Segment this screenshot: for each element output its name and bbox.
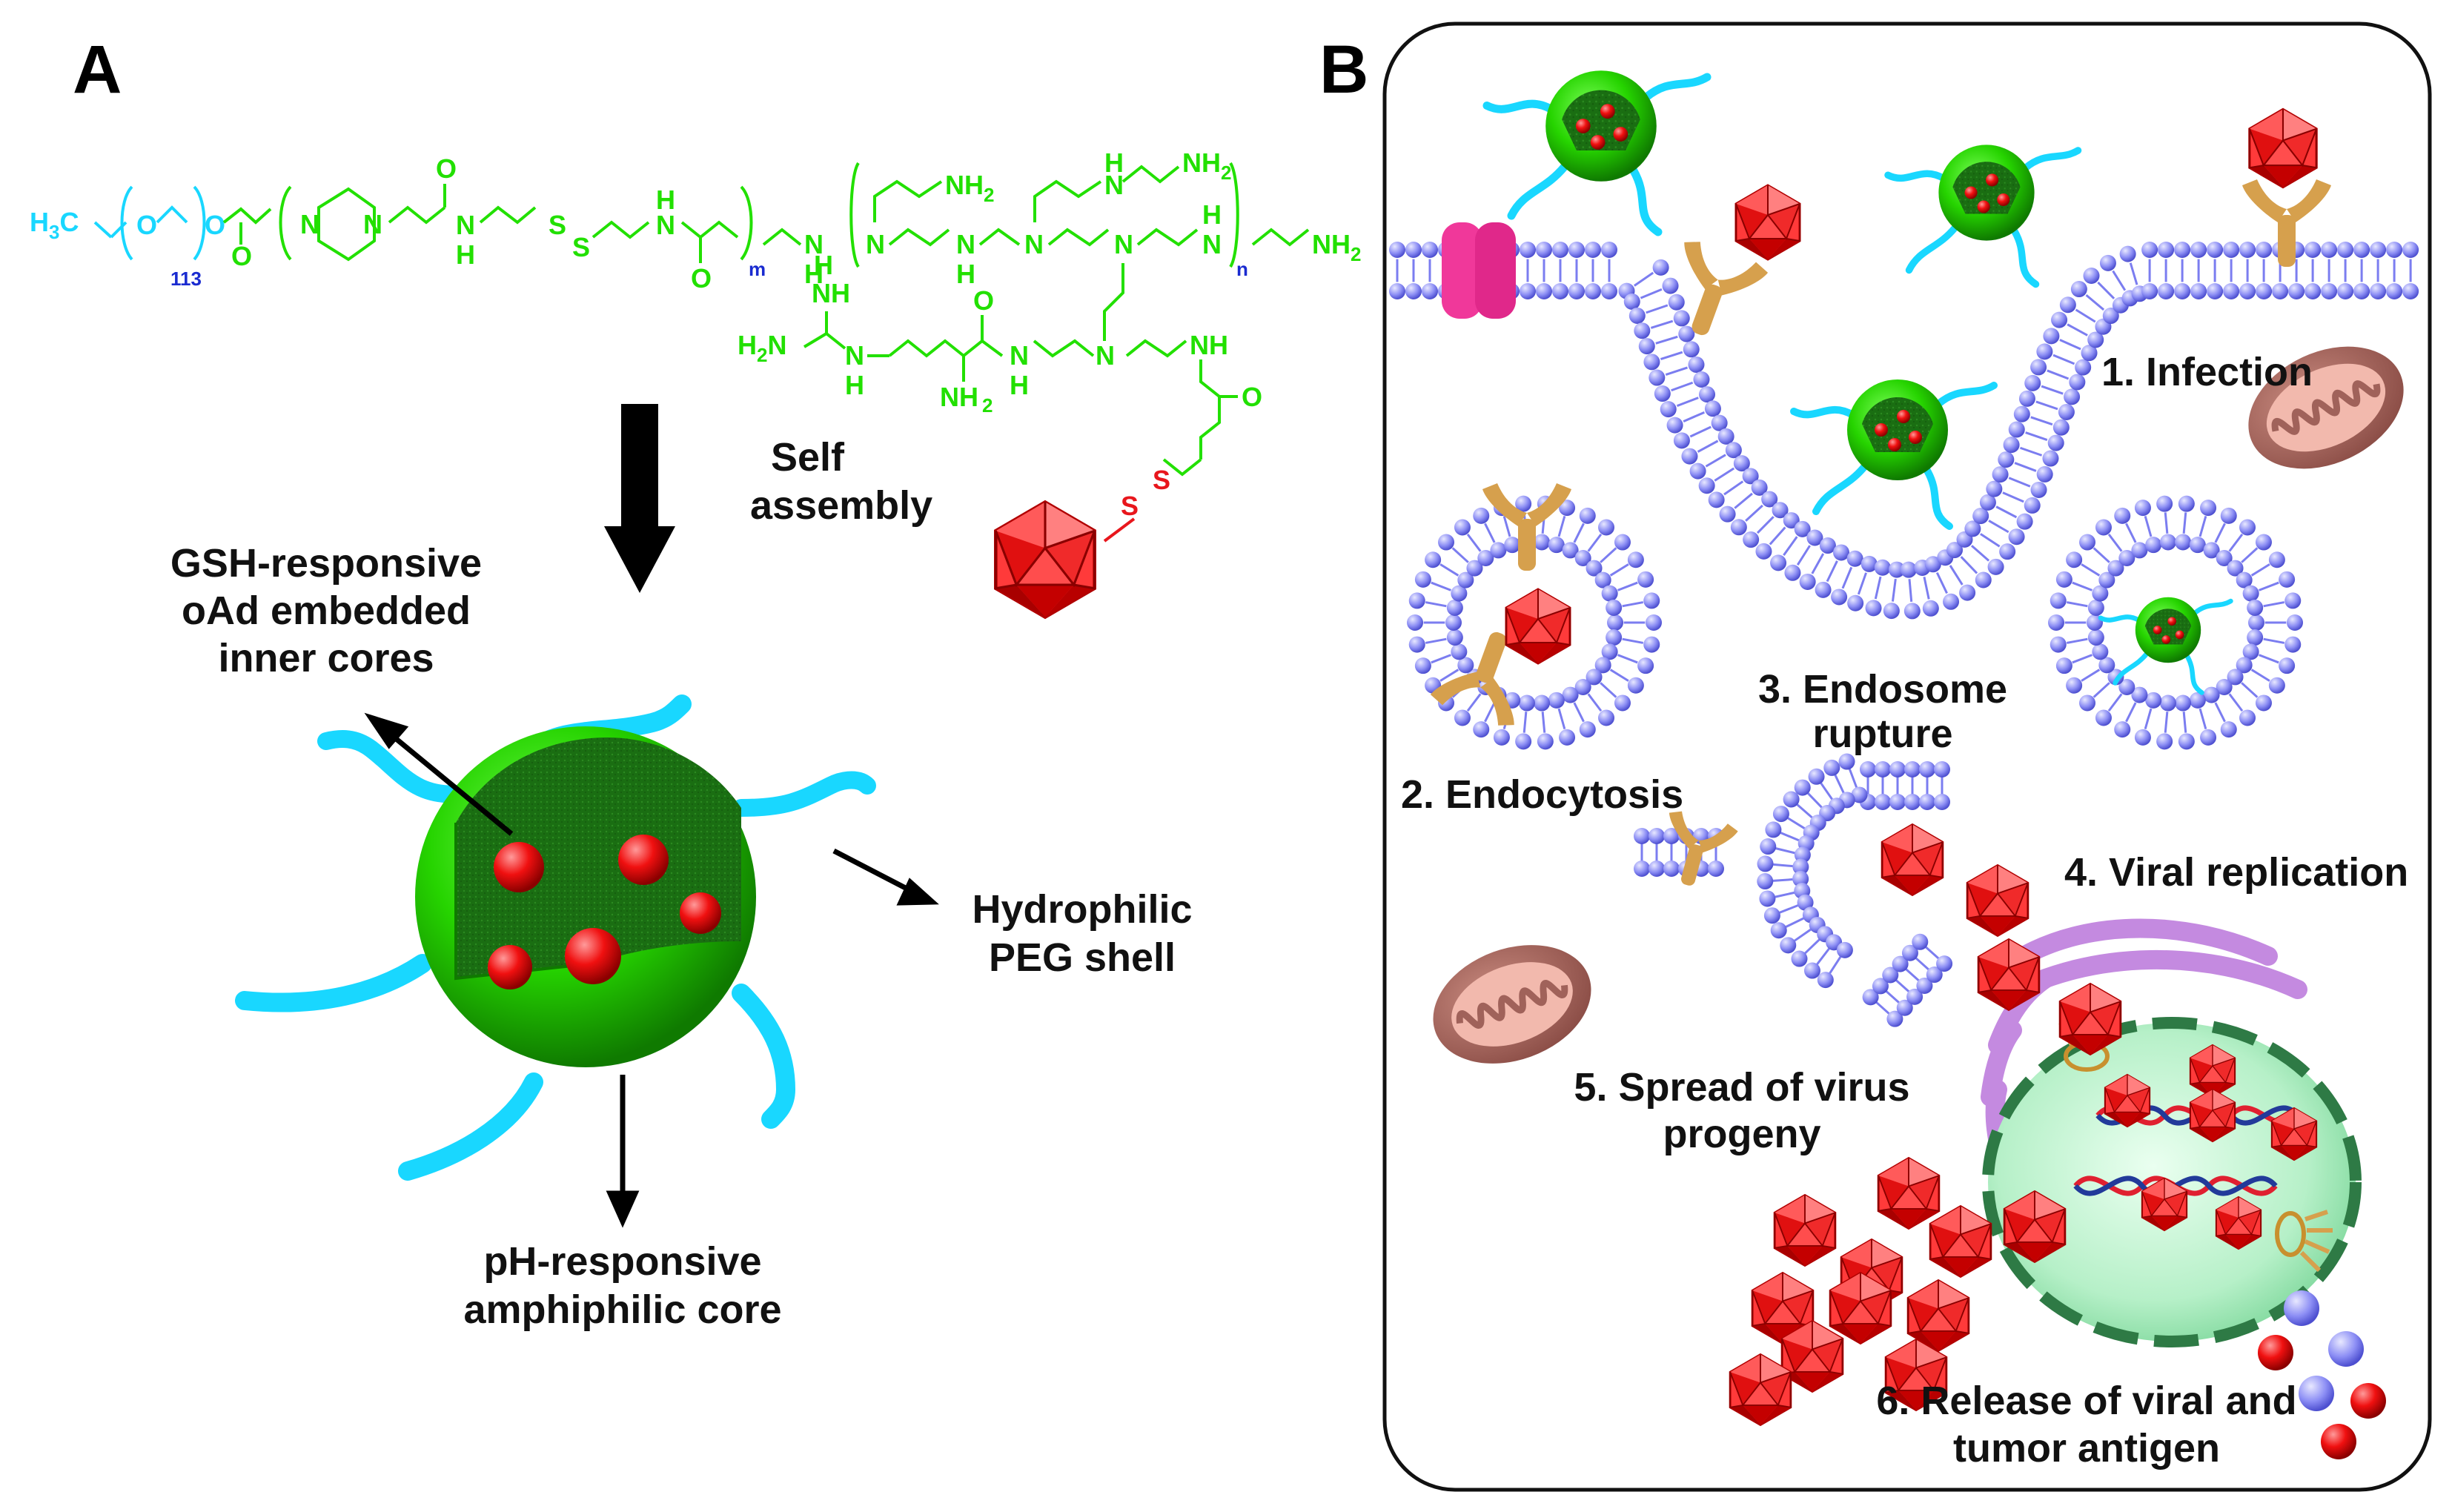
svg-text:m: m (749, 258, 766, 280)
svg-text:NH: NH (812, 278, 850, 308)
self-assembly-arrow (604, 404, 675, 593)
svg-text:NH2: NH2 (1312, 229, 1361, 265)
svg-text:n: n (1236, 258, 1248, 280)
inner-cores-label: GSH-responsive oAd embedded inner cores (170, 541, 482, 680)
svg-text:H2N: H2N (738, 330, 786, 366)
peg-repeat-count: 113 (170, 268, 202, 290)
svg-text:5. Spread of virus: 5. Spread of virus (1574, 1065, 1909, 1110)
svg-text:H: H (814, 250, 833, 280)
svg-text:H: H (1202, 199, 1222, 230)
svg-text:N: N (1202, 229, 1222, 259)
svg-text:amphiphilic core: amphiphilic core (463, 1287, 781, 1332)
antigen-spheres (2258, 1290, 2386, 1459)
svg-text:O: O (973, 285, 994, 316)
svg-text:N: N (956, 229, 975, 259)
label-arrows (364, 712, 939, 1228)
svg-text:Hydrophilic: Hydrophilic (972, 887, 1192, 932)
step-5-label: 5. Spread of virus progeny (1574, 1065, 1909, 1156)
svg-text:GSH-responsive: GSH-responsive (170, 541, 482, 586)
svg-text:NH: NH (1190, 330, 1228, 360)
svg-text:NH2: NH2 (945, 170, 994, 206)
svg-text:6. Release of viral and: 6. Release of viral and (1876, 1379, 2296, 1423)
ruptured-endosome-fragments (1634, 753, 1953, 1027)
step-3-label: 3. Endosome rupture (1758, 667, 2007, 756)
svg-text:S: S (1121, 491, 1139, 521)
svg-text:S: S (549, 210, 566, 240)
svg-text:S: S (1153, 465, 1170, 495)
svg-text:O: O (1242, 382, 1262, 412)
svg-text:N: N (1104, 170, 1124, 200)
ion-channel-icon (1442, 222, 1516, 319)
svg-text:H: H (656, 185, 675, 215)
svg-text:oAd embedded: oAd embedded (182, 588, 471, 633)
svg-text:N: N (300, 209, 319, 239)
svg-text:H: H (845, 370, 864, 400)
svg-text:H3C: H3C (30, 207, 79, 243)
svg-text:rupture: rupture (1813, 712, 1953, 756)
svg-text:N: N (656, 210, 675, 240)
svg-text:N: N (1010, 340, 1029, 371)
step-6-label: 6. Release of viral and tumor antigen (1876, 1379, 2296, 1470)
svg-text:2: 2 (982, 394, 993, 417)
peg-shell-label: Hydrophilic PEG shell (972, 887, 1192, 980)
svg-text:N: N (1114, 229, 1133, 259)
endosome-with-nanoparticle (2048, 495, 2303, 750)
svg-text:N: N (866, 229, 885, 259)
svg-text:N: N (1024, 229, 1044, 259)
svg-text:H: H (1010, 370, 1029, 400)
panel-b-label: B (1319, 32, 1368, 107)
svg-text:H: H (956, 259, 975, 289)
svg-text:H: H (456, 239, 475, 270)
polymer-chemical-structure: H3C O O 113 O N N O N H S S H N O m N H (30, 147, 1361, 543)
svg-text:N: N (456, 210, 475, 240)
step-2-label: 2. Endocytosis (1401, 772, 1683, 817)
svg-text:O: O (691, 263, 712, 294)
svg-text:O: O (436, 153, 457, 184)
svg-text:H: H (804, 259, 824, 289)
svg-text:inner cores: inner cores (218, 636, 434, 680)
amphiphilic-core-label: pH-responsive amphiphilic core (463, 1239, 781, 1332)
svg-text:N: N (363, 209, 382, 239)
step-1-label: 1. Infection (2101, 350, 2313, 394)
svg-text:NH2: NH2 (1182, 147, 1231, 184)
self-label: Self (771, 435, 845, 480)
svg-text:NH: NH (940, 382, 978, 412)
step-4-label: 4. Viral replication (2064, 850, 2408, 895)
svg-text:N: N (804, 229, 824, 259)
large-nanoparticle-illustration (235, 694, 876, 1181)
svg-text:progeny: progeny (1663, 1112, 1820, 1156)
svg-text:3. Endosome: 3. Endosome (1758, 667, 2007, 712)
svg-text:O: O (231, 241, 252, 271)
svg-text:tumor antigen: tumor antigen (1953, 1426, 2220, 1470)
endosome-with-virus (1407, 495, 1662, 750)
svg-text:PEG shell: PEG shell (989, 935, 1176, 980)
svg-text:O: O (136, 210, 157, 240)
svg-text:O: O (205, 210, 225, 240)
svg-text:H: H (1104, 147, 1124, 178)
panel-a-label: A (73, 32, 122, 107)
svg-text:S: S (572, 232, 590, 262)
svg-text:N: N (1096, 340, 1115, 371)
virus-conjugate-icon (995, 503, 1094, 617)
svg-text:pH-responsive: pH-responsive (483, 1239, 761, 1284)
assembly-label: assembly (750, 483, 932, 528)
svg-text:N: N (845, 340, 864, 371)
